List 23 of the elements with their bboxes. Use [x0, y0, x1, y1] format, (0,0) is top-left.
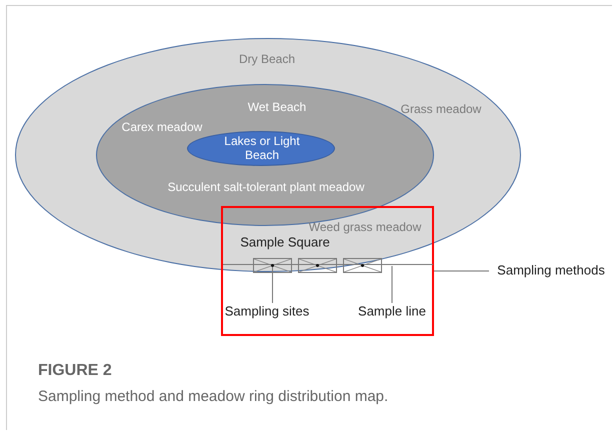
sampling-site-dot	[361, 264, 364, 267]
figure-title: FIGURE 2	[38, 362, 112, 380]
annotation-label: Sampling sites	[224, 304, 310, 320]
leader-line	[434, 270, 490, 272]
sampling-site-dot	[271, 264, 274, 267]
figure-caption: Sampling method and meadow ring distribution map.	[38, 388, 388, 405]
zone-label: Succulent salt-tolerant plant meadow	[168, 181, 364, 195]
sampling-site-dot	[316, 264, 319, 267]
zone-label: Wet Beach	[248, 101, 306, 115]
sample-square	[343, 258, 382, 273]
zone-label: Weed grass meadow	[308, 221, 422, 235]
annotation-label: Sample line	[358, 304, 426, 320]
sample-square	[253, 258, 292, 273]
annotation-label: Sample Square	[240, 236, 330, 250]
sample-square	[298, 258, 337, 273]
zone-label: Lakes or Light Beach	[223, 135, 301, 163]
zone-label: Grass meadow	[400, 103, 482, 117]
sample-line	[223, 264, 433, 266]
zone-label: Carex meadow	[122, 121, 202, 135]
annotation-label: Sampling methods	[497, 264, 605, 278]
leader-line	[272, 266, 273, 304]
zone-label: Dry Beach	[238, 53, 296, 67]
sampling-area-frame	[221, 206, 434, 336]
